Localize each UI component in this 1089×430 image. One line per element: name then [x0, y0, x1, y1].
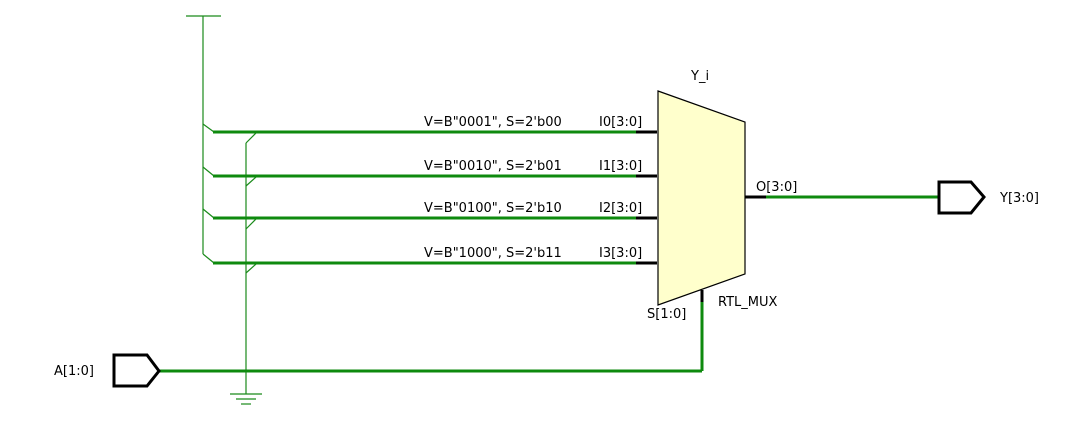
mux-body[interactable] — [657, 90, 746, 306]
constant-taps — [202, 123, 257, 274]
input-pin-i3: I3[3:0] — [599, 246, 642, 261]
mux-output-pin: O[3:0] — [756, 180, 797, 195]
mux-instance-name: Y_i — [690, 69, 709, 84]
output-port-arrow-icon[interactable] — [937, 180, 986, 215]
output-port-y[interactable]: Y[3:0] — [937, 180, 1039, 215]
ground-icon — [230, 143, 262, 405]
rtl-mux-cell[interactable]: Y_i RTL_MUX S[1:0] O[3:0] — [647, 69, 797, 322]
input-label-i1: V=B"0010", S=2'b01 — [424, 159, 562, 174]
mux-select-pin: S[1:0] — [647, 307, 686, 322]
input-bus-i0[interactable]: V=B"0001", S=2'b00 I0[3:0] — [213, 115, 657, 134]
input-bus-i2[interactable]: V=B"0100", S=2'b10 I2[3:0] — [213, 201, 657, 220]
vcc-icon — [186, 15, 221, 254]
mux-type-label: RTL_MUX — [718, 295, 778, 310]
input-label-i2: V=B"0100", S=2'b10 — [424, 201, 562, 216]
input-label-i0: V=B"0001", S=2'b00 — [424, 115, 562, 130]
select-bus[interactable] — [159, 302, 704, 373]
input-port-label: A[1:0] — [54, 364, 94, 379]
tap-i2 — [202, 208, 257, 230]
input-bus-i3[interactable]: V=B"1000", S=2'b11 I3[3:0] — [213, 246, 657, 265]
output-port-label: Y[3:0] — [999, 191, 1039, 206]
tap-i0 — [202, 123, 257, 144]
input-bus-i1[interactable]: V=B"0010", S=2'b01 I1[3:0] — [213, 159, 657, 178]
input-pin-i1: I1[3:0] — [599, 159, 642, 174]
tap-i1 — [202, 166, 257, 187]
input-label-i3: V=B"1000", S=2'b11 — [424, 246, 562, 261]
input-port-a[interactable]: A[1:0] — [54, 353, 161, 388]
tap-i3 — [202, 253, 257, 274]
input-port-arrow-icon[interactable] — [112, 353, 161, 388]
input-pin-i2: I2[3:0] — [599, 201, 642, 216]
input-pin-i0: I0[3:0] — [599, 115, 642, 130]
